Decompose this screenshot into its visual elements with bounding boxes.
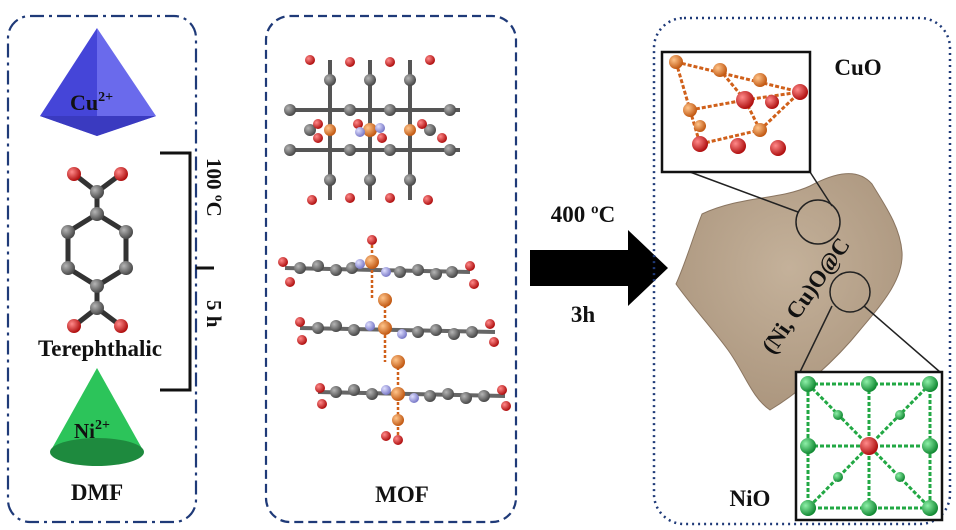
- composite-flake: [675, 173, 903, 411]
- mof-panel: MOF: [264, 14, 518, 524]
- reactants-panel: Cu2+: [6, 14, 226, 524]
- nio-label: NiO: [730, 486, 771, 511]
- product-panel: (Ni, Cu)O@C: [652, 16, 952, 526]
- time-condition-label: 5 h: [202, 300, 226, 328]
- product-frame: [652, 16, 952, 526]
- mof-frame: [264, 14, 518, 524]
- temperature-condition-label: 100 ºC: [202, 158, 226, 217]
- cuo-inset: [660, 50, 812, 174]
- solvent-label: DMF: [71, 480, 123, 505]
- arrow-shape: [530, 230, 668, 306]
- nickel-ion-label: Ni2+: [74, 418, 110, 443]
- zoom-connectors: [689, 171, 941, 373]
- terephthalic-acid-molecule: [61, 167, 133, 333]
- copper-pyramid-icon: [40, 28, 156, 136]
- zoom-circle-top: [795, 199, 841, 245]
- terephthalic-label: Terephthalic: [38, 336, 162, 361]
- calcination-time-label: 3h: [571, 302, 596, 327]
- condition-bracket: [160, 151, 192, 392]
- nickel-cone-icon: [50, 368, 144, 466]
- mof-label: MOF: [375, 482, 429, 507]
- copper-ion-label: Cu2+: [70, 90, 113, 115]
- mof-framework-side-view: [278, 235, 511, 445]
- nio-inset: [794, 370, 944, 522]
- mof-framework-top-view: [284, 55, 460, 205]
- zoom-circle-bottom: [829, 271, 871, 313]
- calcination-temperature-label: 400 ºC: [551, 202, 615, 227]
- calcination-arrow: 400 ºC 3h: [530, 202, 668, 327]
- cuo-label: CuO: [834, 55, 881, 80]
